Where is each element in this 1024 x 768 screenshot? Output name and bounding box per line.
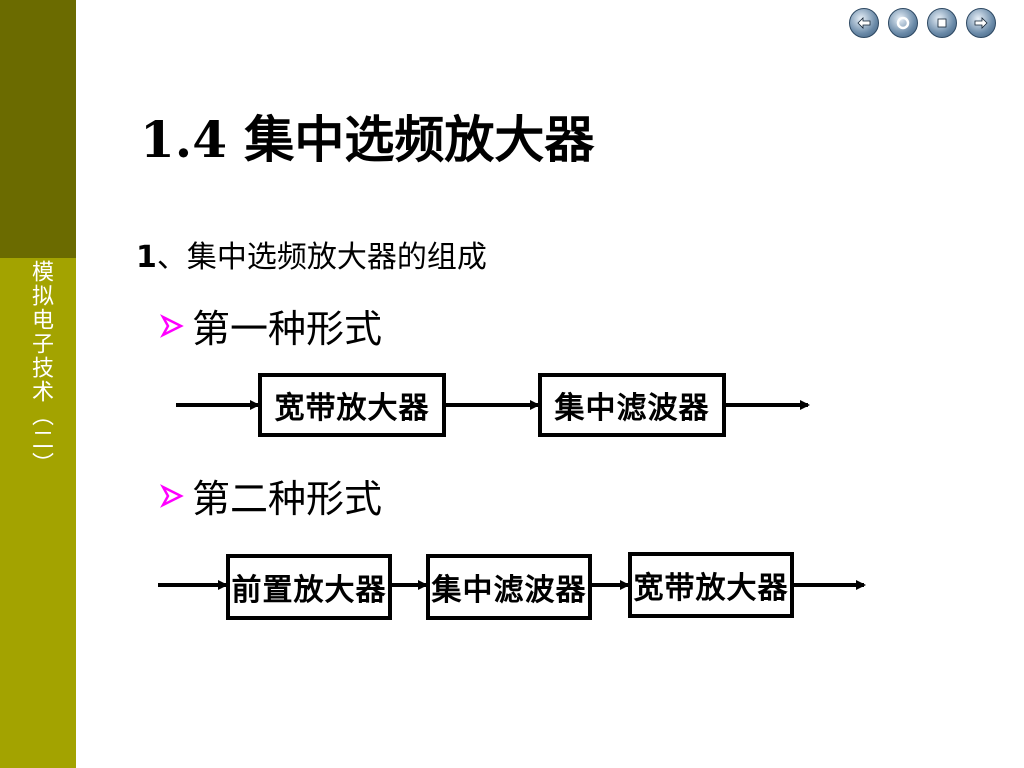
bullet-arrow-icon (160, 483, 184, 508)
section-heading: 1、集中选频放大器的组成 (136, 232, 487, 276)
sidebar-course-title: 模拟电子技术（二） (28, 260, 53, 476)
home-button[interactable] (888, 8, 918, 38)
block-preamplifier: 前置放大器 (226, 554, 392, 620)
section-number: 1 (136, 240, 157, 275)
sidebar-top (0, 0, 76, 258)
next-icon (974, 17, 988, 29)
sidebar-middle (0, 258, 76, 512)
stop-icon (937, 18, 947, 28)
slide-title: 1.4 集中选频放大器 (140, 110, 595, 169)
block-concentrated-filter: 集中滤波器 (538, 373, 726, 437)
block-concentrated-filter: 集中滤波器 (426, 554, 592, 620)
sidebar-bottom (0, 512, 76, 768)
bullet-form-two: 第二种形式 (160, 468, 382, 523)
next-button[interactable] (966, 8, 996, 38)
stop-button[interactable] (927, 8, 957, 38)
block-broadband-amplifier: 宽带放大器 (628, 552, 794, 618)
bullet-form-one: 第一种形式 (160, 298, 382, 353)
bullet-arrow-icon (160, 313, 184, 338)
block-broadband-amplifier: 宽带放大器 (258, 373, 446, 437)
section-heading-text: 、集中选频放大器的组成 (156, 240, 487, 275)
home-icon (896, 16, 910, 30)
bullet-form-two-label: 第二种形式 (192, 477, 383, 521)
prev-icon (857, 17, 871, 29)
slide-navigation (849, 8, 996, 38)
prev-button[interactable] (849, 8, 879, 38)
bullet-form-one-label: 第一种形式 (192, 307, 383, 351)
